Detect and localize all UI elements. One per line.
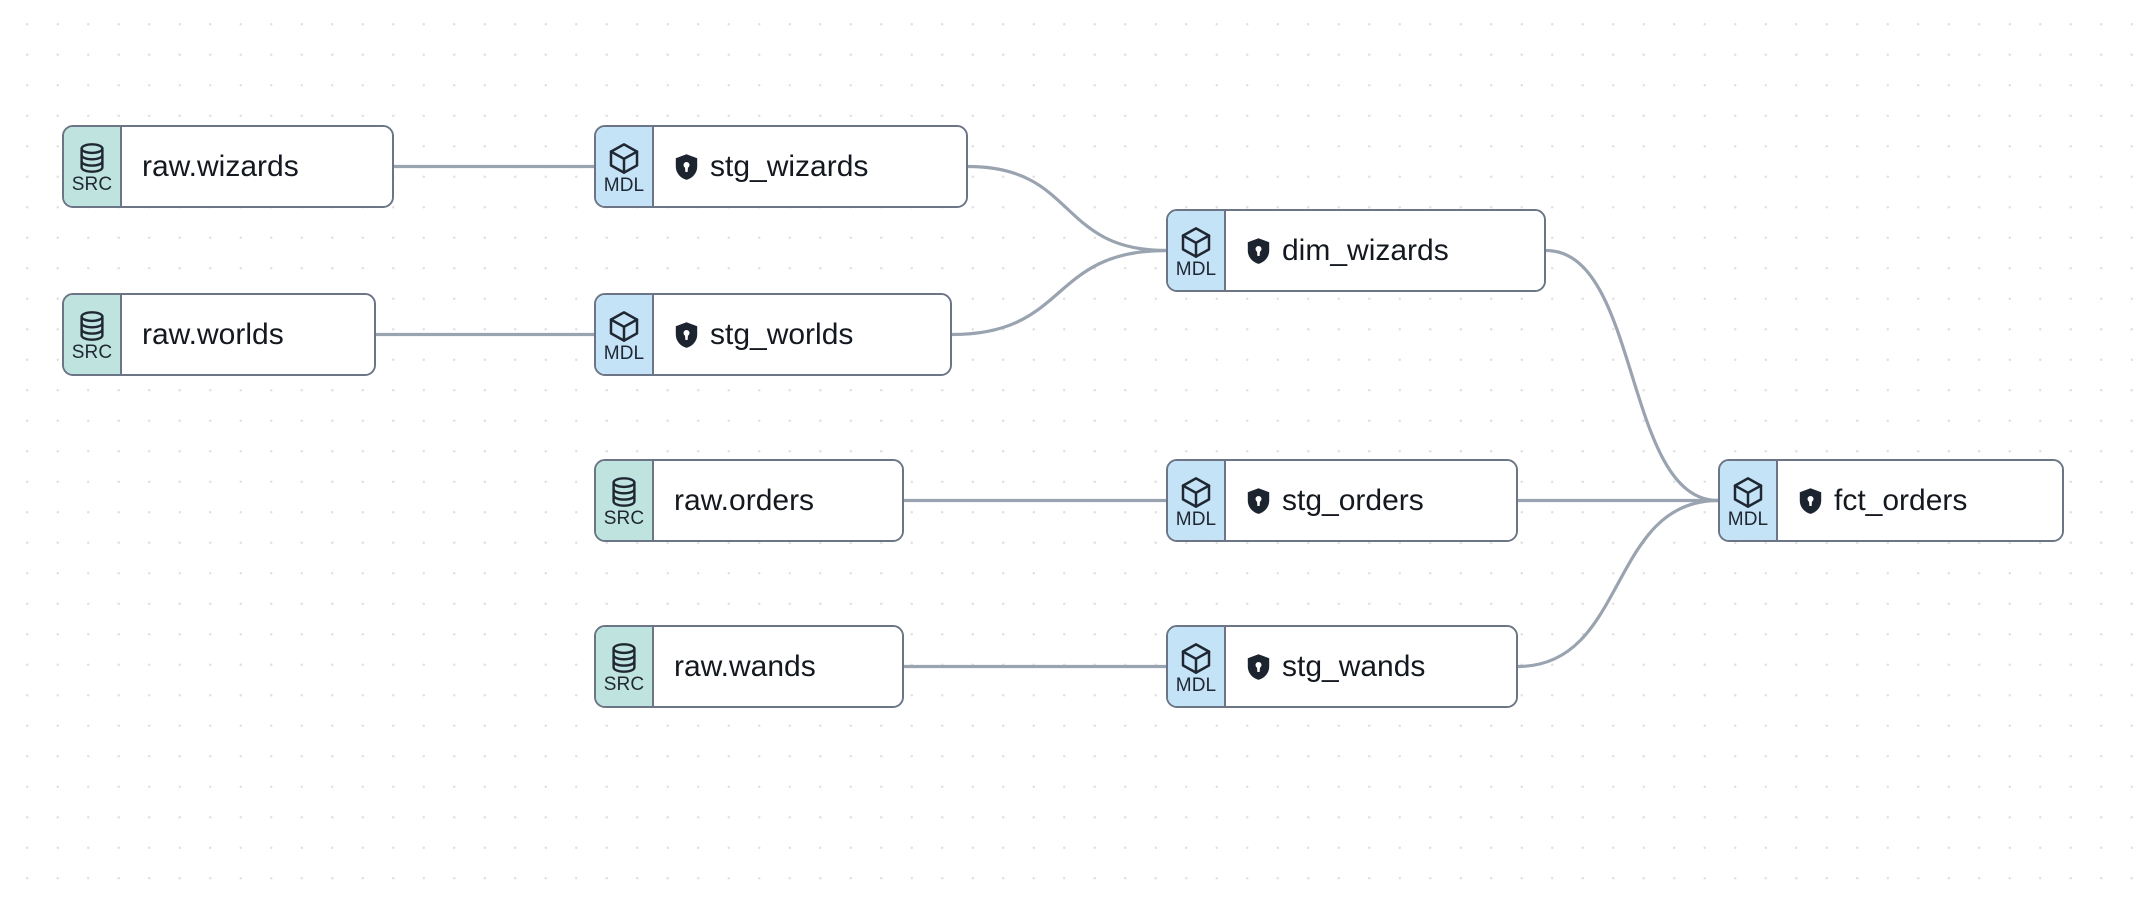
node-kind-badge: MDL — [1720, 461, 1778, 540]
database-icon — [77, 142, 107, 174]
node-body: stg_wands — [1226, 627, 1516, 706]
node-kind-label: SRC — [71, 174, 113, 195]
cube-icon — [1180, 226, 1212, 259]
shield-lock-icon — [1246, 487, 1271, 515]
node-label: stg_worlds — [710, 317, 854, 351]
node-label: raw.wands — [674, 649, 816, 683]
node-kind-badge: SRC — [64, 295, 122, 374]
node-stg_worlds[interactable]: MDL stg_worlds — [594, 293, 952, 376]
node-fct_orders[interactable]: MDL fct_orders — [1718, 459, 2064, 542]
node-body: raw.wands — [654, 627, 902, 706]
node-kind-badge: MDL — [1168, 461, 1226, 540]
cube-icon — [608, 142, 640, 175]
node-label: raw.orders — [674, 483, 815, 517]
node-kind-badge: MDL — [1168, 627, 1226, 706]
node-kind-label: MDL — [603, 342, 645, 364]
node-kind-label: MDL — [1175, 258, 1217, 280]
node-label: dim_wizards — [1282, 233, 1449, 267]
node-label: raw.wizards — [142, 149, 299, 183]
node-stg_wands[interactable]: MDL stg_wands — [1166, 625, 1518, 708]
node-kind-label: SRC — [603, 674, 645, 695]
node-kind-label: MDL — [1175, 508, 1217, 530]
node-kind-label: SRC — [603, 508, 645, 529]
node-label: stg_wands — [1282, 649, 1426, 683]
node-body: dim_wizards — [1226, 211, 1544, 290]
cube-icon — [1180, 642, 1212, 675]
node-kind-label: SRC — [71, 342, 113, 363]
node-body: stg_worlds — [654, 295, 950, 374]
node-body: stg_wizards — [654, 127, 966, 206]
node-raw_orders[interactable]: SRC raw.orders — [594, 459, 904, 542]
node-label: fct_orders — [1834, 483, 1968, 517]
database-icon — [609, 642, 639, 674]
database-icon — [609, 476, 639, 508]
node-kind-badge: SRC — [596, 461, 654, 540]
edge-stg_worlds-to-dim_wizards — [950, 248, 1168, 337]
edge-stg_wands-to-fct_orders — [1516, 498, 1720, 669]
shield-lock-icon — [1246, 237, 1271, 265]
node-kind-label: MDL — [603, 174, 645, 196]
node-kind-badge: MDL — [596, 295, 654, 374]
node-raw_wands[interactable]: SRC raw.wands — [594, 625, 904, 708]
shield-lock-icon — [1246, 653, 1271, 681]
node-stg_wizards[interactable]: MDL stg_wizards — [594, 125, 968, 208]
shield-lock-icon — [674, 153, 699, 181]
node-body: stg_orders — [1226, 461, 1516, 540]
node-kind-badge: MDL — [1168, 211, 1226, 290]
node-raw_worlds[interactable]: SRC raw.worlds — [62, 293, 376, 376]
node-kind-badge: SRC — [596, 627, 654, 706]
node-body: raw.worlds — [122, 295, 374, 374]
node-label: stg_orders — [1282, 483, 1424, 517]
cube-icon — [1732, 476, 1764, 509]
node-kind-label: MDL — [1175, 674, 1217, 696]
edge-stg_wizards-to-dim_wizards — [966, 164, 1168, 253]
node-dim_wizards[interactable]: MDL dim_wizards — [1166, 209, 1546, 292]
node-kind-label: MDL — [1727, 508, 1769, 530]
node-raw_wizards[interactable]: SRC raw.wizards — [62, 125, 394, 208]
cube-icon — [608, 310, 640, 343]
node-body: fct_orders — [1778, 461, 2062, 540]
database-icon — [77, 310, 107, 342]
shield-lock-icon — [1798, 487, 1823, 515]
node-label: raw.worlds — [142, 317, 284, 351]
node-label: stg_wizards — [710, 149, 869, 183]
node-kind-badge: MDL — [596, 127, 654, 206]
node-stg_orders[interactable]: MDL stg_orders — [1166, 459, 1518, 542]
cube-icon — [1180, 476, 1212, 509]
node-body: raw.orders — [654, 461, 902, 540]
node-kind-badge: SRC — [64, 127, 122, 206]
edge-dim_wizards-to-fct_orders — [1544, 248, 1720, 503]
shield-lock-icon — [674, 321, 699, 349]
node-body: raw.wizards — [122, 127, 392, 206]
